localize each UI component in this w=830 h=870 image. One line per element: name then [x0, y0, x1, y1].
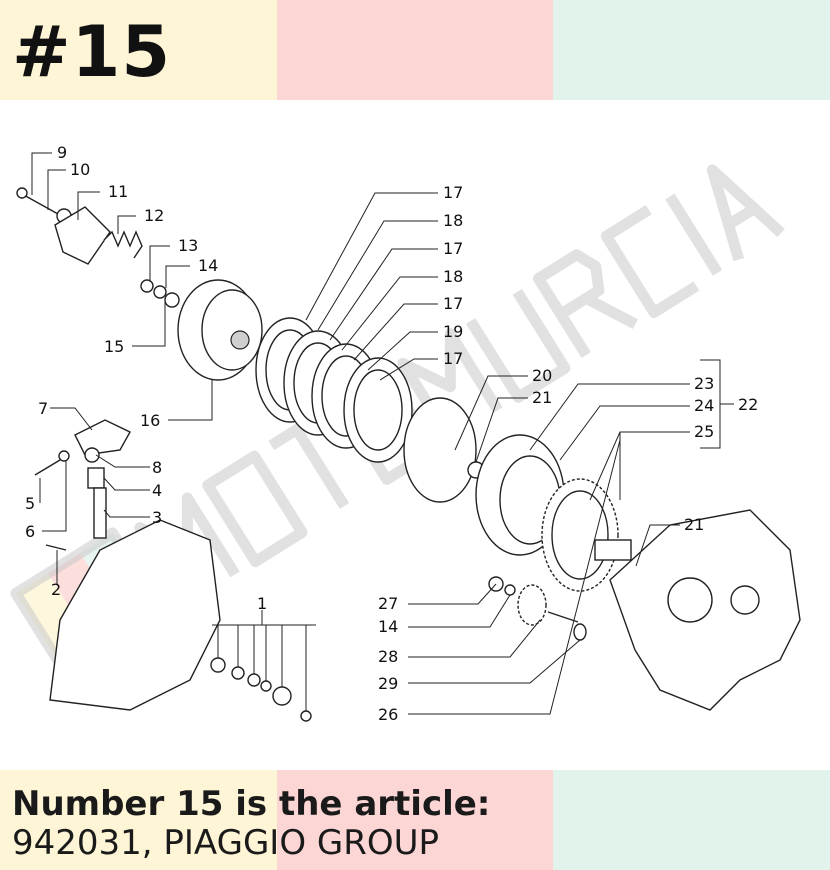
label-5: 5: [25, 494, 35, 513]
label-14: 14: [198, 256, 218, 275]
part-kit-1: [210, 657, 312, 722]
part-ring-15: [164, 292, 180, 308]
part-gear-25: [541, 478, 632, 592]
part-washer-14: [153, 285, 167, 299]
part-clutch-plates: [255, 317, 413, 463]
part-spring-12: [103, 230, 143, 259]
label-28: 28: [378, 647, 398, 666]
part-plate-11: [54, 206, 111, 265]
top-color-band: [0, 0, 830, 100]
part-clutch-housing-16: [177, 279, 263, 381]
label-7: 7: [38, 399, 48, 418]
label-25: 25: [694, 422, 714, 441]
label-29: 29: [378, 674, 398, 693]
label-8: 8: [152, 458, 162, 477]
label-12: 12: [144, 206, 164, 225]
label-3: 3: [152, 508, 162, 527]
label-22: 22: [738, 395, 758, 414]
label-24: 24: [694, 396, 714, 415]
label-6: 6: [25, 522, 35, 541]
label-17d: 17: [443, 349, 463, 368]
label-17c: 17: [443, 294, 463, 313]
part-bolt-9: [16, 187, 59, 215]
callout-labels: 9 10 11 12 13 14 15 16 17 18 17 18 17 19…: [25, 143, 758, 724]
part-gear-28: [517, 584, 547, 626]
label-26: 26: [378, 705, 398, 724]
part-lever-7: [74, 419, 131, 456]
part-bushing-8: [84, 447, 100, 463]
item-number: #15: [12, 11, 172, 93]
label-1: 1: [257, 594, 267, 613]
label-11: 11: [108, 182, 128, 201]
part-cover-left: [49, 519, 221, 711]
part-washer-14b: [504, 584, 516, 596]
part-shaft-28: [547, 611, 579, 623]
part-pressure-plate-20: [403, 397, 477, 503]
part-washer-6: [58, 450, 70, 462]
label-13: 13: [178, 236, 198, 255]
part-oring-29: [573, 623, 587, 641]
part-washer-13: [140, 279, 154, 293]
part-shaft-3: [93, 487, 107, 539]
part-bolt-5: [34, 459, 61, 476]
caption-subtitle: 942031, PIAGGIO GROUP: [12, 823, 440, 863]
part-seal-4: [87, 467, 105, 489]
label-15: 15: [104, 337, 124, 356]
label-21a: 21: [532, 388, 552, 407]
bottom-color-band: [0, 770, 830, 870]
label-23: 23: [694, 374, 714, 393]
label-21b: 21: [684, 515, 704, 534]
label-10: 10: [70, 160, 90, 179]
label-9: 9: [57, 143, 67, 162]
label-14b: 14: [378, 617, 398, 636]
caption-title: Number 15 is the article:: [12, 784, 491, 824]
label-19: 19: [443, 322, 463, 341]
label-18b: 18: [443, 267, 463, 286]
label-18a: 18: [443, 211, 463, 230]
leader-lines: [31, 152, 734, 715]
label-16: 16: [140, 411, 160, 430]
label-2: 2: [51, 580, 61, 599]
exploded-parts-diagram: 9 10 11 12 13 14 15 16 17 18 17 18 17 19…: [10, 143, 801, 724]
part-pin-2: [45, 544, 67, 551]
label-17a: 17: [443, 183, 463, 202]
label-4: 4: [152, 481, 162, 500]
label-17b: 17: [443, 239, 463, 258]
label-27: 27: [378, 594, 398, 613]
label-20: 20: [532, 366, 552, 385]
